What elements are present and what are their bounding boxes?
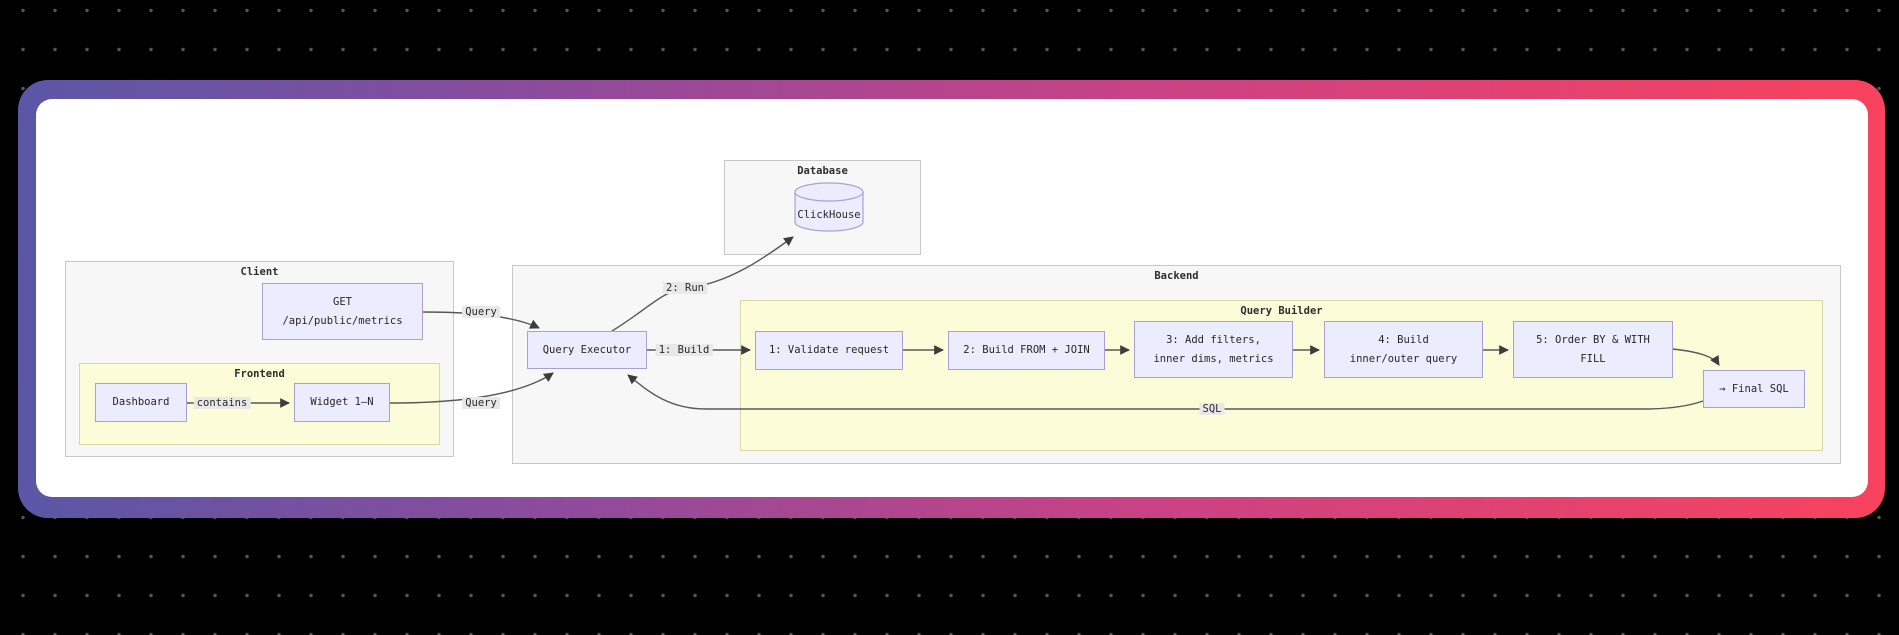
node-validate-request: 1: Validate request <box>755 331 903 370</box>
database-cylinder-icon <box>794 182 864 232</box>
edge-label-sql: SQL <box>1199 403 1225 415</box>
node-clickhouse: ClickHouse <box>794 182 864 232</box>
cluster-database-title: Database <box>797 165 848 177</box>
cluster-backend-title: Backend <box>1154 270 1199 282</box>
node-build-from-join: 2: Build FROM + JOIN <box>948 331 1105 370</box>
node-query-executor-label: Query Executor <box>542 343 632 356</box>
node-add-filters: 3: Add filters, inner dims, metrics <box>1134 321 1293 378</box>
node-order-by-with-fill: 5: Order BY & WITH FILL <box>1513 321 1673 378</box>
node-build-inner-outer-line1: 4: Build <box>1378 333 1429 346</box>
cluster-frontend-title: Frontend <box>234 368 285 380</box>
node-validate-request-label: 1: Validate request <box>768 344 890 356</box>
node-order-by-line1: 5: Order BY & WITH <box>1536 333 1650 346</box>
node-build-from-join-label: 2: Build FROM + JOIN <box>963 344 1090 356</box>
node-get-line1: GET <box>333 295 352 308</box>
cluster-client-title: Client <box>240 266 279 278</box>
node-add-filters-line2: inner dims, metrics <box>1153 352 1274 365</box>
node-final-sql: → Final SQL <box>1703 370 1805 408</box>
node-build-inner-outer-line2: inner/outer query <box>1349 352 1458 365</box>
node-query-executor: Query Executor <box>527 331 647 369</box>
edge-label-build: 1: Build <box>655 344 713 356</box>
cluster-query-builder-title: Query Builder <box>1240 305 1323 317</box>
node-dashboard: Dashboard <box>95 383 187 422</box>
node-get-endpoint: GET /api/public/metrics <box>262 283 423 340</box>
node-order-by-line2: FILL <box>1580 352 1606 365</box>
node-clickhouse-label: ClickHouse <box>797 209 861 221</box>
node-build-inner-outer: 4: Build inner/outer query <box>1324 321 1483 378</box>
node-final-sql-label: → Final SQL <box>1719 382 1789 395</box>
node-dashboard-label: Dashboard <box>112 396 170 408</box>
edge-label-query-get: Query <box>462 306 500 318</box>
edge-label-run: 2: Run <box>663 282 707 294</box>
node-get-line2: /api/public/metrics <box>282 314 403 327</box>
node-add-filters-line1: 3: Add filters, <box>1166 333 1261 346</box>
node-widget-label: Widget 1–N <box>310 396 374 408</box>
edge-label-query-widget: Query <box>462 397 500 409</box>
node-widget: Widget 1–N <box>294 383 390 422</box>
edge-label-contains: contains <box>193 397 251 409</box>
